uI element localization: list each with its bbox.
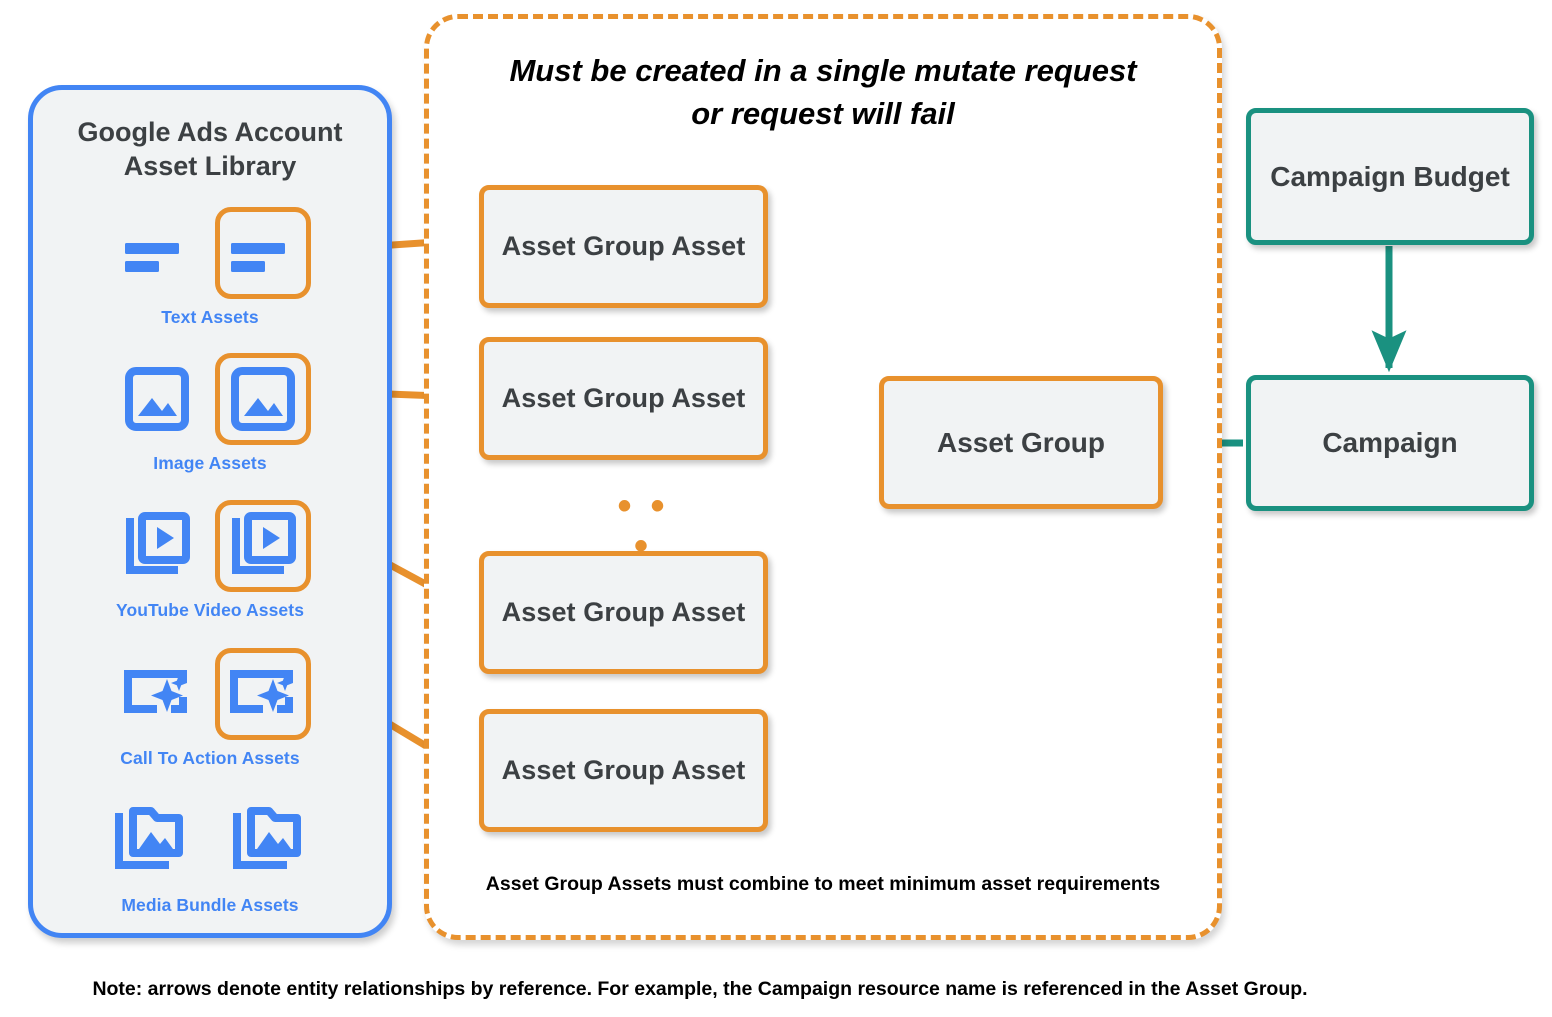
video-stack-play-icon-selected[interactable]	[215, 500, 311, 592]
campaign-budget-node[interactable]: Campaign Budget	[1246, 108, 1534, 245]
asset-label-image: Image Assets	[153, 453, 267, 473]
asset-group-label: Asset Group	[936, 426, 1106, 458]
icon-pair-media-bundle	[33, 793, 387, 889]
asset-row-text[interactable]: Text Assets	[33, 205, 387, 328]
asset-group-asset-label-4: Asset Group Asset	[501, 754, 746, 785]
mutate-request-warning: Must be created in a single mutate reque…	[424, 50, 1222, 136]
video-stack-play-icon-glyph-selected	[232, 512, 296, 574]
image-picture-icon-selected[interactable]	[215, 353, 311, 445]
asset-label-text: Text Assets	[161, 307, 259, 327]
text-lines-icon-glyph-selected	[231, 243, 285, 272]
call-to-action-sparkle-icon-selected[interactable]	[215, 648, 311, 740]
icon-pair-cta	[33, 646, 387, 742]
icon-pair-video	[33, 498, 387, 594]
asset-label-video: YouTube Video Assets	[115, 600, 305, 620]
image-picture-icon-glyph-selected	[231, 367, 295, 431]
media-bundle-folder-icon-glyph	[115, 807, 183, 869]
asset-row-image[interactable]: Image Assets	[33, 351, 387, 474]
mutate-request-warning-line1: Must be created in a single mutate reque…	[509, 53, 1137, 88]
asset-label-cta: Call To Action Assets	[120, 748, 300, 768]
asset-group-asset-node-4[interactable]: Asset Group Asset	[479, 709, 768, 832]
call-to-action-sparkle-icon	[109, 648, 205, 740]
text-lines-icon-glyph	[125, 243, 179, 272]
asset-group-asset-node-3[interactable]: Asset Group Asset	[479, 551, 768, 674]
media-bundle-folder-icon-2	[221, 795, 317, 887]
ellipsis-indicator: • • •	[617, 484, 669, 568]
image-picture-icon-glyph	[125, 367, 189, 431]
asset-label-media-bundle: Media Bundle Assets	[121, 895, 299, 915]
call-to-action-sparkle-icon-glyph	[124, 670, 187, 713]
icon-pair-image	[33, 351, 387, 447]
asset-group-asset-label-1: Asset Group Asset	[501, 230, 746, 261]
diagram-footer-note: Note: arrows denote entity relationships…	[92, 978, 1308, 1000]
icon-pair-text	[33, 205, 387, 301]
asset-row-cta[interactable]: Call To Action Assets	[33, 646, 387, 769]
call-to-action-sparkle-icon-glyph-selected	[230, 670, 293, 713]
image-picture-icon	[109, 353, 205, 445]
asset-row-video[interactable]: YouTube Video Assets	[33, 498, 387, 621]
media-bundle-folder-icon-glyph-2	[233, 807, 301, 869]
campaign-node[interactable]: Campaign	[1246, 375, 1534, 511]
asset-group-asset-label-3: Asset Group Asset	[501, 596, 746, 627]
campaign-budget-label: Campaign Budget	[1270, 160, 1510, 192]
video-stack-play-icon-glyph	[126, 512, 190, 574]
minimum-asset-requirements-note: Asset Group Assets must combine to meet …	[485, 873, 1161, 895]
text-lines-icon	[109, 207, 205, 299]
asset-library-title: Google Ads Account Asset Library	[33, 116, 387, 184]
asset-group-asset-node-1[interactable]: Asset Group Asset	[479, 185, 768, 308]
text-lines-icon-selected[interactable]	[215, 207, 311, 299]
asset-library-title-line2: Asset Library	[123, 150, 297, 181]
asset-group-asset-label-2: Asset Group Asset	[501, 382, 746, 413]
video-stack-play-icon	[109, 500, 205, 592]
asset-group-asset-node-2[interactable]: Asset Group Asset	[479, 337, 768, 460]
asset-group-node[interactable]: Asset Group	[879, 376, 1163, 509]
campaign-label: Campaign	[1322, 427, 1458, 459]
asset-library-title-line1: Google Ads Account	[77, 117, 343, 147]
mutate-request-warning-line2: or request will fail	[691, 95, 955, 131]
media-bundle-folder-icon	[103, 795, 199, 887]
asset-row-media-bundle[interactable]: Media Bundle Assets	[33, 793, 387, 916]
asset-library-panel: Google Ads Account Asset Library	[28, 85, 392, 938]
